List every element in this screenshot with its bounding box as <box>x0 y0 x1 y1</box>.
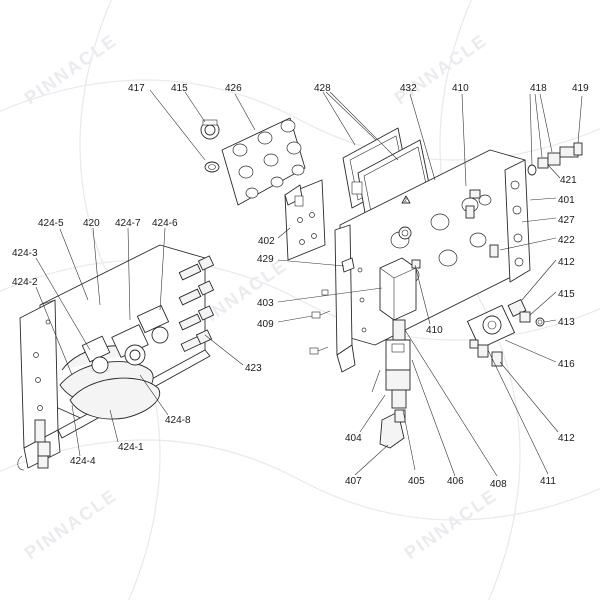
label-424-1: 424-1 <box>118 442 144 453</box>
label-415-right: 415 <box>558 289 575 300</box>
label-418: 418 <box>530 83 547 94</box>
watermark-brand-1: PINNACLE <box>21 30 121 108</box>
label-410-mid: 410 <box>426 325 443 336</box>
gasket-426 <box>221 117 306 206</box>
label-424-7: 424-7 <box>115 218 141 229</box>
elbow-405 <box>379 409 406 449</box>
label-421: 421 <box>560 175 577 186</box>
label-419: 419 <box>572 83 589 94</box>
label-405: 405 <box>408 476 425 487</box>
label-404: 404 <box>345 433 362 444</box>
label-424-5: 424-5 <box>38 218 64 229</box>
connector-chain-418-419 <box>527 142 583 176</box>
label-408: 408 <box>490 479 507 490</box>
label-403: 403 <box>257 298 274 309</box>
label-432: 432 <box>400 83 417 94</box>
label-413: 413 <box>558 317 575 328</box>
left-manifold-assembly <box>17 244 215 471</box>
warning-glyph: 2 <box>404 198 407 204</box>
watermark-brand-4: PINNACLE <box>21 485 121 563</box>
label-410-top: 410 <box>452 83 469 94</box>
label-423: 423 <box>245 363 262 374</box>
label-420: 420 <box>83 218 100 229</box>
label-412-bottom: 412 <box>558 433 575 444</box>
right-labels: 417 415 426 428 432 410 418 419 421 401 … <box>128 83 589 490</box>
label-424-2: 424-2 <box>12 277 38 288</box>
label-426: 426 <box>225 83 242 94</box>
label-422: 422 <box>558 235 575 246</box>
left-labels: 424-5 420 424-7 424-6 424-3 424-2 423 42… <box>12 218 262 467</box>
label-428: 428 <box>314 83 331 94</box>
label-402: 402 <box>258 236 275 247</box>
label-417: 417 <box>128 83 145 94</box>
label-412-top: 412 <box>558 257 575 268</box>
label-411: 411 <box>540 476 556 487</box>
sensor-415-417 <box>200 119 220 173</box>
label-424-3: 424-3 <box>12 248 38 259</box>
label-401: 401 <box>558 195 575 206</box>
label-424-6: 424-6 <box>152 218 178 229</box>
bracket-402 <box>284 179 326 261</box>
label-407: 407 <box>345 476 362 487</box>
label-409: 409 <box>257 319 274 330</box>
label-427: 427 <box>558 215 575 226</box>
watermark-brand-5: PINNACLE <box>401 485 501 563</box>
label-416: 416 <box>558 359 575 370</box>
outlet-fittings <box>178 255 215 353</box>
pump-group-411 <box>466 299 545 367</box>
screws-409 <box>309 289 331 355</box>
watermark-brand-2: PINNACLE <box>391 30 491 108</box>
label-415-top: 415 <box>171 83 188 94</box>
label-429: 429 <box>257 254 274 265</box>
label-424-4: 424-4 <box>70 456 96 467</box>
label-406: 406 <box>447 476 464 487</box>
right-main-panel: 2 <box>334 149 531 373</box>
label-424-8: 424-8 <box>165 415 191 426</box>
